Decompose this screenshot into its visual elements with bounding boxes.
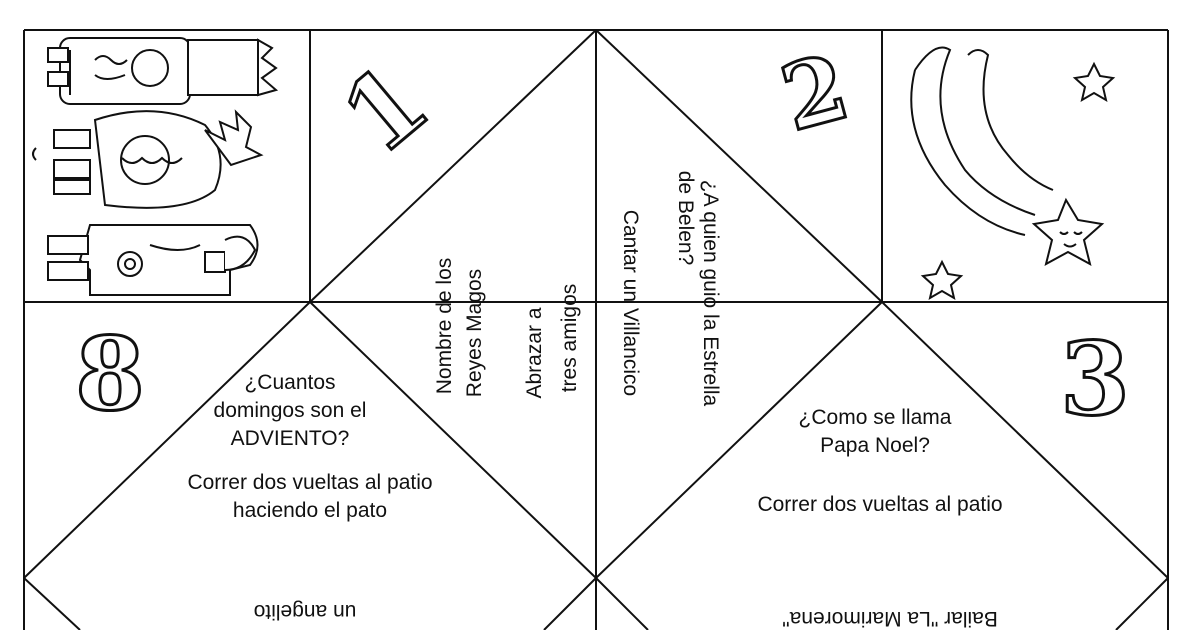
diag-j [1115, 577, 1169, 630]
diag-d [595, 301, 883, 579]
diag-h [543, 577, 597, 630]
flap-text-reyes-line1: Nombre de los [433, 257, 456, 395]
diag-g [23, 577, 81, 630]
flap-text-cuantos-line1: ¿Cuantos [244, 371, 336, 394]
flap-text-correr-patio: Correr dos vueltas al patio [757, 493, 1003, 516]
flap-text-estrella-line2: de Belen? [674, 170, 697, 266]
flap-text-papa-noel-line1: ¿Como se llama [798, 406, 952, 429]
flap-text-villancico: Cantar un Villancico [619, 209, 642, 397]
diag-b [595, 29, 883, 303]
flap-text-marimorena: Bailar "La Marimorena" [782, 607, 998, 630]
number-eight: 8 [74, 314, 147, 435]
flap-text-correr-pato-line2: haciendo el pato [232, 499, 388, 522]
diag-i [595, 577, 649, 630]
flap-text-cuantos-line3: ADVIENTO? [230, 427, 350, 450]
diag-e [23, 301, 311, 579]
flap-text-abrazar-line1: Abrazar a [523, 307, 546, 399]
diag-a [309, 29, 597, 303]
flap-text-correr-pato-line1: Correr dos vueltas al patio [187, 471, 433, 494]
flap-text-estrella-line1: ¿A quien guio la Estrella [699, 179, 722, 407]
shooting-star-illustration [910, 46, 1116, 301]
three-kings-illustration [32, 37, 279, 296]
flap-text-abrazar-line2: tres amigos [558, 283, 581, 393]
diag-f [881, 301, 1169, 579]
flap-text-papa-noel-line2: Papa Noel? [820, 434, 930, 457]
flap-text-angelito: un angelito [253, 600, 357, 623]
diag-c [309, 301, 597, 579]
flap-text-cuantos-line2: domingos son el [213, 399, 367, 422]
flap-text-reyes-line2: Reyes Magos [463, 268, 486, 398]
number-three: 3 [1059, 319, 1132, 440]
